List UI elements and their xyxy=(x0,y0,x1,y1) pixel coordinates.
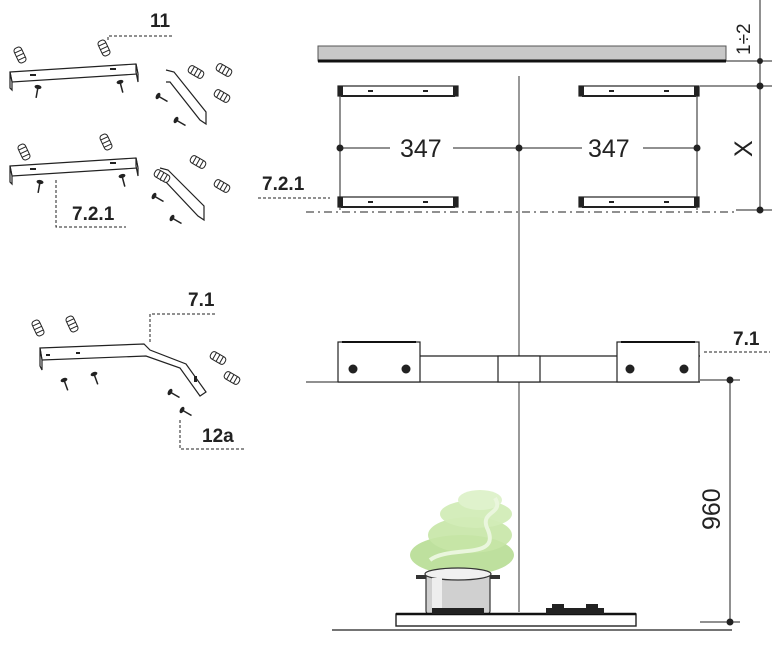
screw-icon xyxy=(117,172,129,189)
pot-icon xyxy=(416,567,500,615)
screw-icon xyxy=(149,191,167,206)
dim-960: 960 xyxy=(698,488,726,530)
wall-plug-icon xyxy=(12,45,28,65)
kit-7-2-1 xyxy=(9,132,232,228)
ceiling xyxy=(317,45,727,63)
screw-icon xyxy=(115,78,127,95)
wall-plug-icon xyxy=(188,154,208,170)
wall-plug-icon xyxy=(186,64,206,80)
screw-icon xyxy=(59,376,72,393)
callout-7-1-right: 7.1 xyxy=(704,329,770,353)
screw-icon xyxy=(177,405,195,420)
wall-plug-icon xyxy=(208,350,228,366)
dimension-960: 960 xyxy=(698,376,740,626)
wall-plug-icon xyxy=(222,370,242,386)
label-7-2-1-right: 7.2.1 xyxy=(262,174,305,195)
wall-plug-icon xyxy=(16,142,32,162)
callout-7-1-left: 7.1 xyxy=(149,290,216,342)
hood-frame xyxy=(306,341,700,383)
wall-plug-icon xyxy=(30,318,46,338)
ceiling-bracket xyxy=(578,85,700,97)
wall-plug-icon xyxy=(212,88,232,104)
label-11: 11 xyxy=(150,11,171,32)
label-7-1-left: 7.1 xyxy=(188,290,215,311)
callout-11: 11 xyxy=(107,11,172,40)
hob xyxy=(395,604,637,627)
dimension-x: X xyxy=(700,82,772,214)
wall-plug-icon xyxy=(64,314,80,334)
dim-gap: 1÷2 xyxy=(734,23,755,55)
dimension-gap: 1÷2 xyxy=(726,0,772,86)
bracket-11 xyxy=(9,63,139,92)
ceiling-bracket xyxy=(337,196,459,208)
screw-icon xyxy=(153,91,171,106)
screw-icon xyxy=(31,83,43,100)
label-7-1-right: 7.1 xyxy=(733,329,760,350)
steam-icon xyxy=(410,490,514,575)
label-7-2-1-left: 7.2.1 xyxy=(72,204,115,225)
screw-icon xyxy=(33,178,45,195)
bracket-7-1 xyxy=(39,343,207,397)
label-12a: 12a xyxy=(202,426,234,447)
callout-12a: 12a xyxy=(179,420,246,450)
ceiling-bracket xyxy=(578,196,700,208)
wall-plug-icon xyxy=(212,178,232,194)
wall-plug-icon xyxy=(98,132,114,152)
ceiling-bracket xyxy=(337,85,459,97)
dim-347-right: 347 xyxy=(588,135,630,163)
callout-7-2-1-left: 7.2.1 xyxy=(55,180,126,228)
screw-icon xyxy=(167,213,185,228)
dimension-347: 347 347 xyxy=(336,86,701,210)
kit-11 xyxy=(9,38,234,130)
screw-icon xyxy=(89,370,102,387)
callout-7-2-1-right: 7.2.1 xyxy=(258,174,736,213)
screw-icon xyxy=(171,115,189,130)
corner-bracket-11 xyxy=(165,69,207,126)
wall-plug-icon xyxy=(96,38,112,58)
dim-x: X xyxy=(730,140,758,157)
bracket-7-2-1 xyxy=(9,157,139,186)
screw-icon xyxy=(165,387,183,402)
wall-plug-icon xyxy=(214,62,234,78)
kit-7-1 xyxy=(30,314,242,420)
dim-347-left: 347 xyxy=(400,135,442,163)
